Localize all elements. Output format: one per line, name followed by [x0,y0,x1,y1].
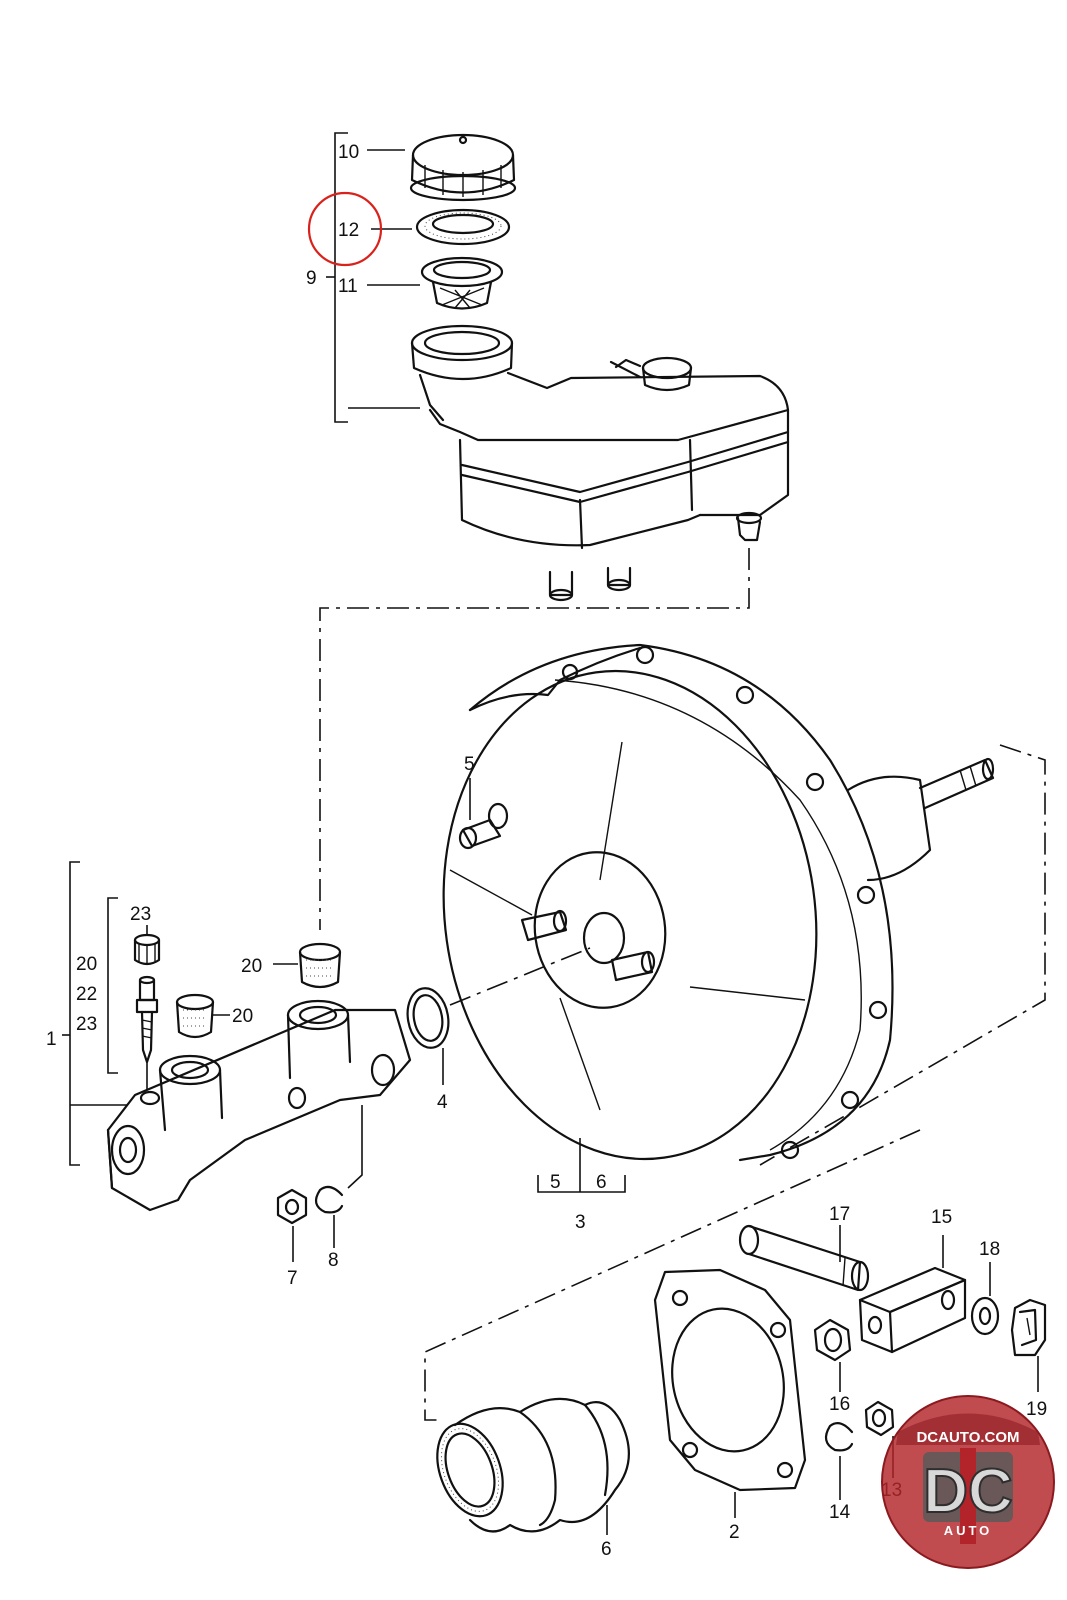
o-ring-seal [406,987,450,1049]
callout-23b: 23 [76,1014,97,1035]
callout-20c: 20 [232,1006,253,1027]
callout-18: 18 [979,1239,1000,1260]
brake-booster [442,643,995,1162]
reservoir-cap [409,133,517,202]
callout-2: 2 [729,1522,740,1543]
callout-20b: 20 [76,954,97,975]
logo-sub-text: AUTO [944,1523,993,1538]
callout-10: 10 [338,142,359,163]
callout-1: 1 [46,1029,57,1050]
callout-7: 7 [287,1268,298,1289]
clevis-block [858,1266,967,1354]
dashed-link-reservoir [319,548,750,930]
leader-8-link [347,1105,363,1189]
bleeder-cap [133,933,161,966]
flange-gasket [653,1268,807,1492]
callout-14: 14 [829,1502,851,1523]
clevis-pin [738,1224,870,1292]
rubber-boot [436,1397,630,1533]
callout-17: 17 [829,1204,850,1225]
callout-5a: 5 [464,754,475,775]
callout-9: 9 [306,268,317,289]
reservoir-strainer [420,256,504,310]
callout-12: 12 [338,220,359,241]
bleeder-screw [135,975,159,1064]
lock-washer-14 [824,1421,854,1452]
washer-18 [970,1296,1000,1336]
callout-8: 8 [328,1250,339,1271]
callout-22: 22 [76,984,97,1005]
logo-site-text: DCAUTO.COM [916,1429,1019,1446]
dcauto-logo: DCAUTO.COM DC AUTO [881,1395,1055,1569]
callout-4: 4 [437,1092,448,1113]
dashed-link-rod [759,744,1046,1166]
lock-washer-8 [314,1185,344,1214]
spring-clip [1010,1298,1047,1357]
hex-nut-16 [813,1318,852,1362]
master-cylinder-bracket [62,861,128,1166]
callout-5b: 5 [550,1172,561,1193]
reservoir-grommet-top [298,942,342,989]
logo-mark-text: DC [923,1457,1013,1526]
dashed-link-lower [424,1129,921,1421]
callout-16: 16 [829,1394,850,1415]
brake-fluid-reservoir [410,324,790,602]
callout-3: 3 [575,1212,586,1233]
callout-6a: 6 [596,1172,607,1193]
hex-nut-13 [864,1400,895,1437]
highlight-circle [307,191,383,267]
master-cylinder [106,999,412,1212]
callout-15: 15 [931,1207,952,1228]
callout-20a: 20 [241,956,262,977]
cap-seal-ring [415,208,511,246]
bracket-5-6 [537,1175,626,1193]
hex-nut-7 [276,1188,308,1225]
callout-19: 19 [1026,1399,1047,1420]
callout-6b: 6 [601,1539,612,1560]
callout-11: 11 [338,276,358,297]
reservoir-grommet-side [175,993,215,1039]
dashed-axis [449,947,591,1006]
reservoir-group-bracket [326,132,420,423]
callout-23a: 23 [130,904,151,925]
